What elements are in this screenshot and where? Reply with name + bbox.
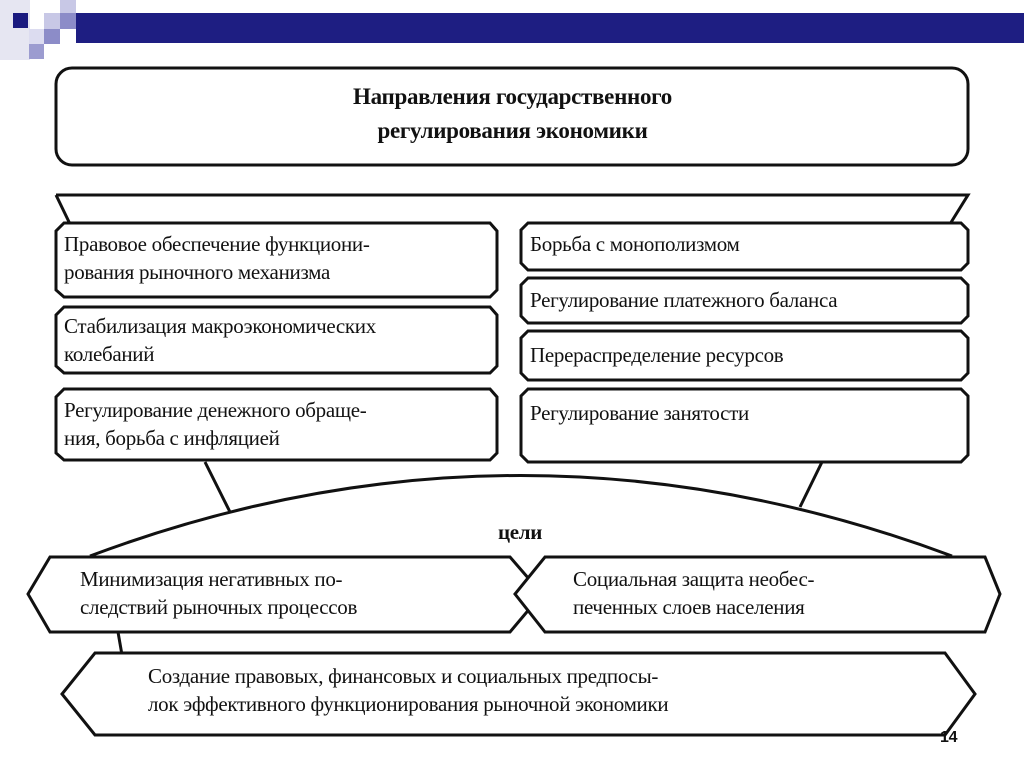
bottom-box xyxy=(60,651,977,737)
text-line: колебаний xyxy=(64,342,155,366)
left-box-2 xyxy=(54,305,499,375)
right-box-1 xyxy=(519,221,970,272)
right-box-4 xyxy=(519,387,970,464)
left-box-3 xyxy=(54,387,499,462)
title-line-1: Направления государственного xyxy=(353,84,672,109)
text-line: Стабилизация макроэкономических xyxy=(64,314,376,338)
left-item-3: Регулирование денежного обраще-ния, борь… xyxy=(64,396,367,452)
goals-arc xyxy=(89,474,953,558)
right-item-1: Борьба с монополизмом xyxy=(530,232,740,256)
text-line: Регулирование денежного обраще- xyxy=(64,398,367,422)
goal-box-right xyxy=(513,555,1002,634)
funnel-top xyxy=(54,193,971,225)
left-box-1 xyxy=(54,221,499,299)
text-line: следствий рыночных процессов xyxy=(80,595,358,619)
text-line: Правовое обеспечение функциони- xyxy=(64,232,370,256)
right-item-2: Регулирование платежного баланса xyxy=(530,288,838,312)
right-item-3: Перераспределение ресурсов xyxy=(530,343,784,367)
bottom-goal: Создание правовых, финансовых и социальн… xyxy=(148,662,669,718)
goals-label: цели xyxy=(497,520,543,544)
goal-2: Социальная защита необес-печенных слоев … xyxy=(573,565,814,621)
goal-box-left xyxy=(26,555,544,634)
text-line: Минимизация негативных по- xyxy=(80,567,343,591)
text-line: Создание правовых, финансовых и социальн… xyxy=(148,664,659,688)
left-item-1: Правовое обеспечение функциони-рования р… xyxy=(64,230,370,286)
right-box-3 xyxy=(519,329,970,382)
text-line: ния, борьба с инфляцией xyxy=(64,426,280,450)
text-line: печенных слоев населения xyxy=(573,595,805,619)
text-line: лок эффективного функционирования рыночн… xyxy=(148,692,669,716)
title-line-2: регулирования экономики xyxy=(377,118,648,143)
goal-1: Минимизация негативных по-следствий рыно… xyxy=(80,565,357,621)
text-line: Социальная защита необес- xyxy=(573,567,815,591)
text-line: рования рыночного механизма xyxy=(64,260,331,284)
left-item-2: Стабилизация макроэкономических колебаний xyxy=(64,312,376,368)
right-item-4: Регулирование занятости xyxy=(530,401,749,425)
right-box-2 xyxy=(519,276,970,325)
title-box xyxy=(54,66,970,167)
page-title: Направления государственного регулирован… xyxy=(60,80,965,148)
page-number: 14 xyxy=(940,729,958,746)
